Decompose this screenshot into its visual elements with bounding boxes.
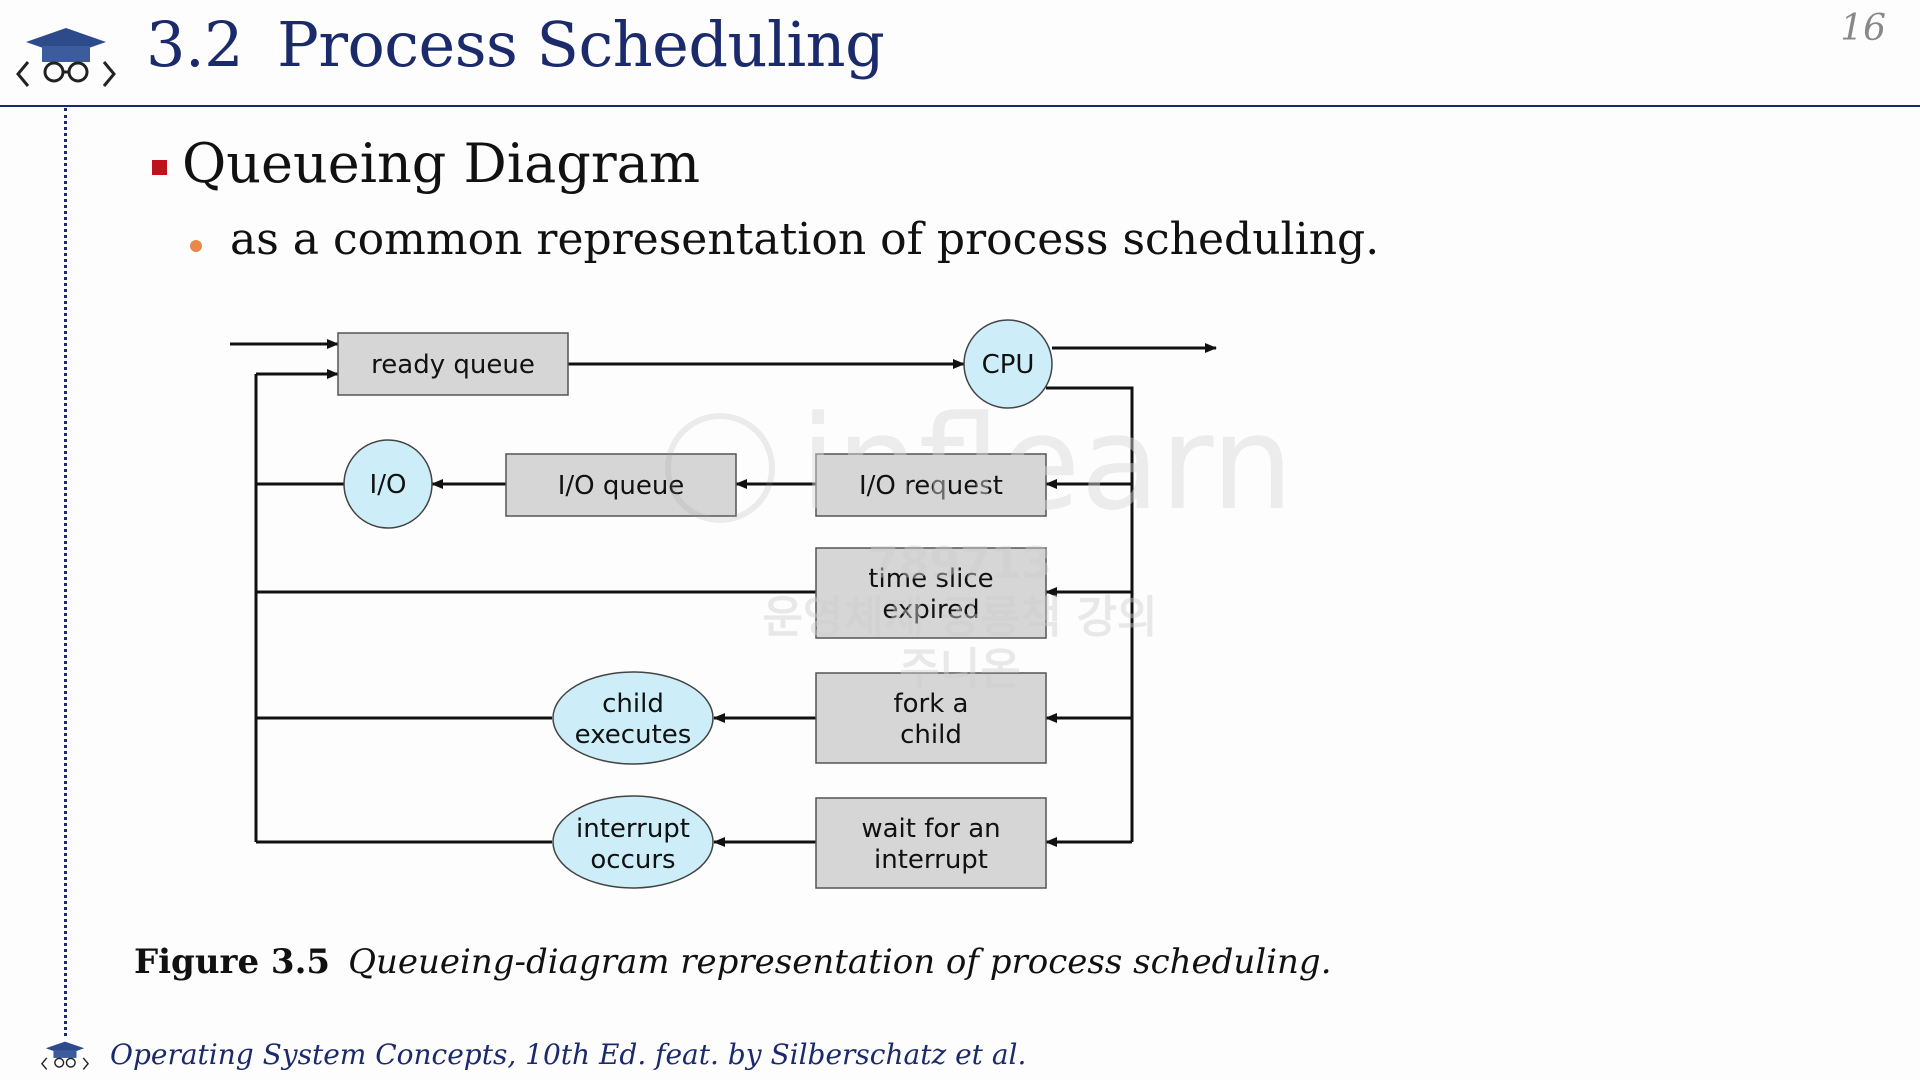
- wait-interrupt-label-1: wait for an: [861, 814, 1000, 844]
- cpu-node: CPU: [963, 319, 1053, 409]
- time-slice-expired-node: time slice expired: [815, 547, 1047, 639]
- page-title: 3.2 Process Scheduling: [146, 8, 885, 81]
- side-dotted-rule: [64, 108, 67, 1036]
- fork-child-node: fork a child: [815, 672, 1047, 764]
- io-queue-label: I/O queue: [558, 471, 685, 501]
- io-device-node: I/O: [343, 439, 433, 529]
- page-number: 16: [1840, 8, 1886, 49]
- red-square-bullet-icon: [152, 160, 167, 175]
- footer-graduation-cap-icon: [40, 1041, 90, 1070]
- cpu-dispatch-edge: [1046, 386, 1134, 842]
- child-executes-label-1: child: [602, 689, 664, 719]
- footer-citation: Operating System Concepts, 10th Ed. feat…: [110, 1038, 1027, 1071]
- graduation-cap-logo-icon: [16, 28, 116, 87]
- child-executes-node: child executes: [552, 671, 714, 765]
- slide-heading: Queueing Diagram: [182, 132, 701, 195]
- fork-label-2: child: [900, 720, 962, 750]
- ready-queue-node: ready queue: [337, 332, 569, 396]
- io-request-label: I/O request: [859, 471, 1003, 501]
- figure-caption: Figure 3.5 Queueing-diagram representatio…: [134, 942, 1332, 982]
- time-slice-label-1: time slice: [868, 564, 993, 594]
- slide-subpoint: as a common representation of process sc…: [230, 214, 1380, 265]
- cpu-label: CPU: [982, 350, 1035, 380]
- fork-label-1: fork a: [893, 689, 968, 719]
- io-queue-node: I/O queue: [505, 453, 737, 517]
- wait-interrupt-label-2: interrupt: [874, 845, 988, 875]
- wait-interrupt-node: wait for an interrupt: [815, 797, 1047, 889]
- header-divider: [0, 105, 1920, 107]
- orange-dot-bullet-icon: [190, 240, 202, 252]
- section-number: 3.2: [146, 8, 244, 81]
- figure-label: Figure 3.5: [134, 942, 331, 982]
- section-title: Process Scheduling: [277, 8, 885, 81]
- io-label: I/O: [370, 470, 407, 500]
- diagram-edges: [230, 339, 1217, 847]
- figure-description: Queueing-diagram representation of proce…: [348, 942, 1332, 982]
- child-executes-label-2: executes: [575, 720, 692, 750]
- time-slice-label-2: expired: [882, 595, 979, 625]
- interrupt-occurs-label-1: interrupt: [576, 814, 690, 844]
- interrupt-occurs-node: interrupt occurs: [552, 795, 714, 889]
- io-request-node: I/O request: [815, 453, 1047, 517]
- interrupt-occurs-label-2: occurs: [590, 845, 675, 875]
- ready-queue-label: ready queue: [371, 350, 535, 380]
